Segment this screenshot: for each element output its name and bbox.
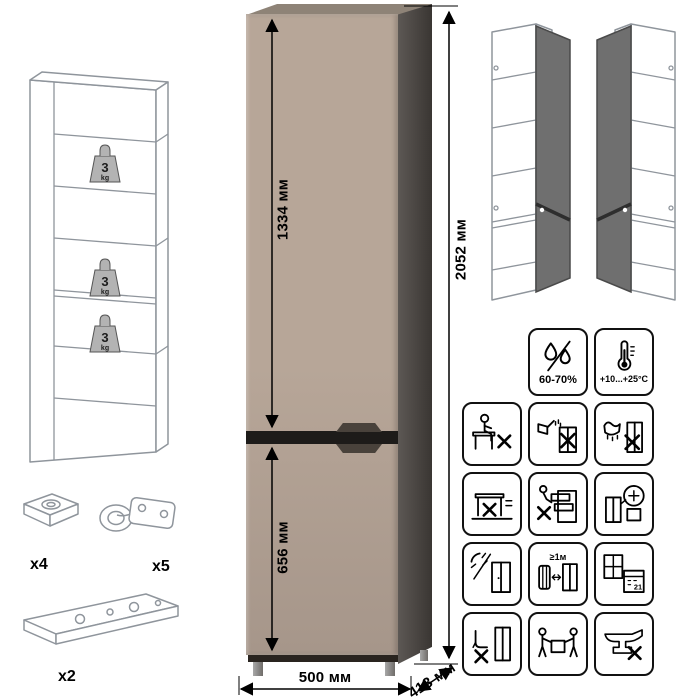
adjustable-foot-icon	[23, 493, 79, 527]
shelf-load-weight: 3 kg	[89, 314, 121, 353]
door-gap	[246, 431, 398, 444]
avoid-sunlight-cell	[462, 542, 522, 606]
heater-distance-cell: ≥1м	[528, 542, 588, 606]
cabinet-side-face	[398, 4, 432, 664]
open-door-right-variant	[596, 23, 676, 301]
shelf-load-weight: 3 kg	[89, 144, 121, 183]
no-pouring-icon	[537, 419, 577, 453]
thermometer-icon	[617, 340, 635, 371]
cabinet-shelves-wireframe: 3 kg 3 kg 3 kg	[29, 71, 169, 463]
no-climbing-cell	[528, 472, 588, 536]
weight-unit: kg	[101, 289, 109, 296]
wall-fastening-detail-icon	[605, 485, 645, 523]
no-wet-cloth-cell	[594, 402, 654, 466]
no-wet-cloth-icon	[603, 421, 643, 453]
temperature-cell: +10...+25°С	[594, 328, 654, 396]
no-pouring-cell	[528, 402, 588, 466]
climate-conditions: 60-70% +10...+25°С	[528, 328, 654, 396]
open-door-panel	[596, 24, 632, 294]
upper-height-label: 1334 мм	[274, 178, 292, 241]
no-impact-icon	[604, 629, 643, 661]
weight-unit: kg	[101, 175, 109, 182]
temperature-range-label: +10...+25°С	[599, 373, 649, 384]
open-door-left-variant	[491, 23, 571, 301]
humidity-cell: 60-70%	[528, 328, 588, 396]
cabinet-front-doors	[246, 14, 398, 655]
carry-by-two-icon	[538, 627, 578, 658]
cabinet-base-shadow	[248, 655, 398, 662]
no-climbing-drawers-icon	[536, 485, 577, 523]
lower-door-handle	[336, 444, 382, 453]
upper-door-handle	[336, 423, 382, 432]
humidity-icon	[544, 340, 571, 372]
acclimatization-cell: 21	[594, 542, 654, 606]
cabinet-foot	[385, 662, 395, 676]
wall-fastening-cell	[594, 472, 654, 536]
acclimatization-icon: 21	[603, 554, 645, 593]
avoid-sunlight-icon	[470, 552, 511, 593]
hinge-count-label: x5	[152, 558, 170, 575]
no-sitting-icon	[472, 413, 512, 450]
no-dragging-icon	[471, 493, 513, 520]
no-kicking-cell	[462, 612, 522, 676]
weight-value: 3	[101, 160, 108, 175]
no-sitting-cell	[462, 402, 522, 466]
cabinet-foot	[253, 662, 263, 676]
hinge-icon	[99, 496, 176, 532]
foot-count-label: x4	[30, 556, 48, 573]
weight-value: 3	[101, 274, 108, 289]
no-kicking-icon	[472, 626, 511, 664]
weight-unit: kg	[101, 345, 109, 352]
weight-value: 3	[101, 330, 108, 345]
shelf-load-weight: 3 kg	[89, 258, 121, 297]
humidity-range-label: 60-70%	[539, 373, 577, 386]
heater-distance-icon: ≥1м	[538, 552, 578, 592]
acclimatization-days-label: 21	[634, 583, 642, 592]
total-height-label: 2052 мм	[452, 218, 470, 281]
width-label: 500 мм	[298, 669, 352, 686]
cabinet-top-face	[246, 4, 432, 15]
heater-distance-label: ≥1м	[550, 552, 567, 562]
care-warning-grid: ≥1м 21	[462, 402, 654, 676]
cabinet-foot	[420, 650, 428, 661]
open-door-panel	[535, 24, 571, 294]
plinth-rail-icon	[23, 593, 179, 645]
no-dragging-cell	[462, 472, 522, 536]
no-impact-cell	[594, 612, 654, 676]
lower-height-label: 656 мм	[274, 521, 292, 574]
carry-by-two-cell	[528, 612, 588, 676]
plinth-count-label: x2	[58, 668, 76, 685]
